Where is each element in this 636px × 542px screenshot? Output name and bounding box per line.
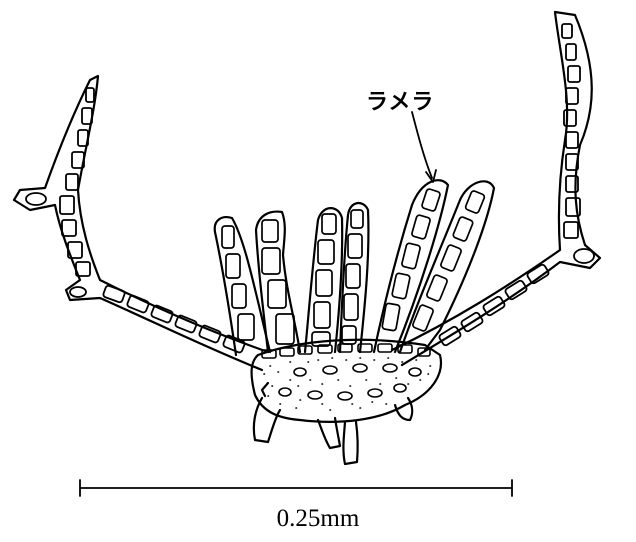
- scale-bar: [80, 480, 512, 496]
- right-wing-cells: [438, 24, 594, 346]
- stipple-texture: [264, 358, 431, 410]
- lamella-4: [340, 203, 368, 352]
- lamella-label: ラメラ: [366, 84, 434, 116]
- scale-bar-label: 0.25mm: [0, 505, 636, 533]
- lamellae: [215, 180, 494, 355]
- center-body-cells: [262, 344, 430, 400]
- left-wing-outline: [14, 76, 268, 370]
- lamella-arrow: [412, 112, 436, 182]
